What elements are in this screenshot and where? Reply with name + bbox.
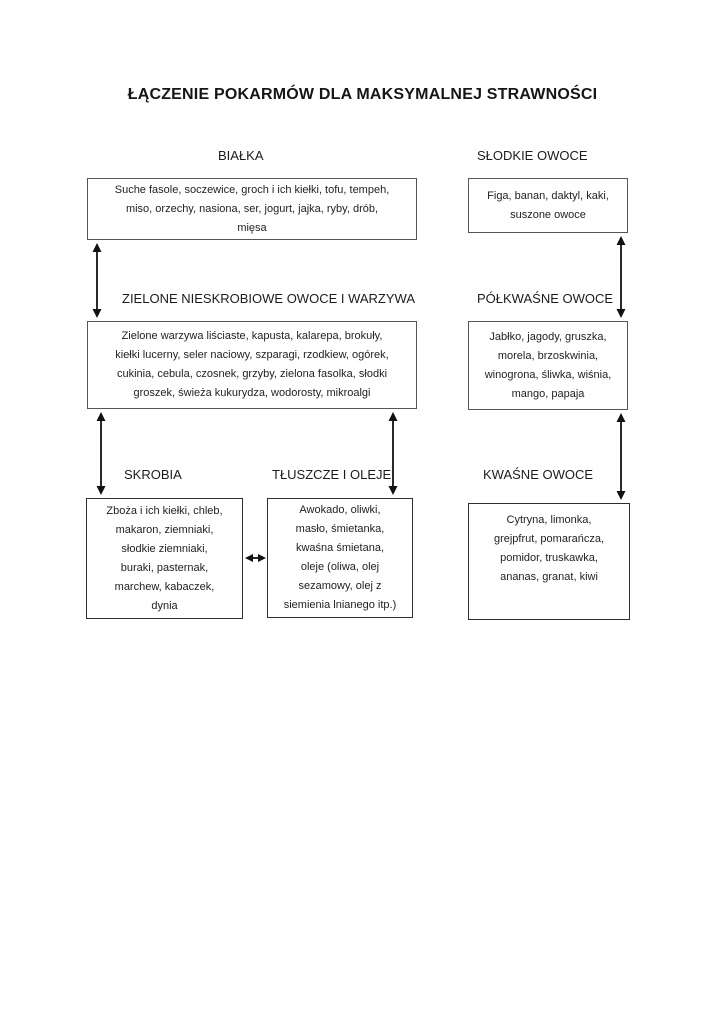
box-polkwasne-owoce-text: Jabłko, jagody, gruszka, morela, brzoskw… <box>484 330 612 400</box>
label-polkwasne-owoce: PÓŁKWAŚNE OWOCE <box>477 291 614 306</box>
arrow-zielone-skrobia <box>96 412 106 495</box>
box-zielone-nieskrobiowe: Zielone warzywa liściaste, kapusta, kala… <box>87 321 417 409</box>
arrow-zielone-tluszcze <box>388 412 398 495</box>
arrow-slodkie-polkwasne <box>616 236 626 318</box>
box-skrobia: Zboża i ich kiełki, chleb, makaron, ziem… <box>86 498 243 619</box>
box-zielone-nieskrobiowe-text: Zielone warzywa liściaste, kapusta, kala… <box>115 330 389 399</box>
arrow-bialka-zielone <box>92 243 102 318</box>
box-bialka: Suche fasole, soczewice, groch i ich kie… <box>87 178 417 240</box>
box-slodkie-owoce: Figa, banan, daktyl, kaki, suszone owoce <box>468 178 628 233</box>
arrow-skrobia-tluszcze <box>245 554 266 562</box>
label-slodkie-owoce: SŁODKIE OWOCE <box>477 148 588 163</box>
box-slodkie-owoce-text: Figa, banan, daktyl, kaki, suszone owoce <box>487 189 609 221</box>
box-kwasne-owoce-text: Cytryna, limonka, grejpfrut, pomarańcza,… <box>493 514 605 583</box>
label-tluszcze-i-oleje: TŁUSZCZE I OLEJE <box>272 467 392 482</box>
box-kwasne-owoce: Cytryna, limonka, grejpfrut, pomarańcza,… <box>468 503 630 620</box>
box-skrobia-text: Zboża i ich kiełki, chleb, makaron, ziem… <box>106 504 223 612</box>
label-kwasne-owoce: KWAŚNE OWOCE <box>483 467 594 482</box>
box-bialka-text: Suche fasole, soczewice, groch i ich kie… <box>114 183 390 234</box>
box-tluszcze-i-oleje-text: Awokado, oliwki, masło, śmietanka, kwaśn… <box>283 504 397 611</box>
box-polkwasne-owoce: Jabłko, jagody, gruszka, morela, brzoskw… <box>468 321 628 410</box>
box-tluszcze-i-oleje: Awokado, oliwki, masło, śmietanka, kwaśn… <box>267 498 413 618</box>
label-bialka: BIAŁKA <box>218 148 264 163</box>
label-skrobia: SKROBIA <box>124 467 182 482</box>
label-zielone-nieskrobiowe: ZIELONE NIESKROBIOWE OWOCE I WARZYWA <box>122 291 416 306</box>
page-title: ŁĄCZENIE POKARMÓW DLA MAKSYMALNEJ STRAWN… <box>127 86 598 103</box>
arrow-polkwasne-kwasne <box>616 413 626 500</box>
